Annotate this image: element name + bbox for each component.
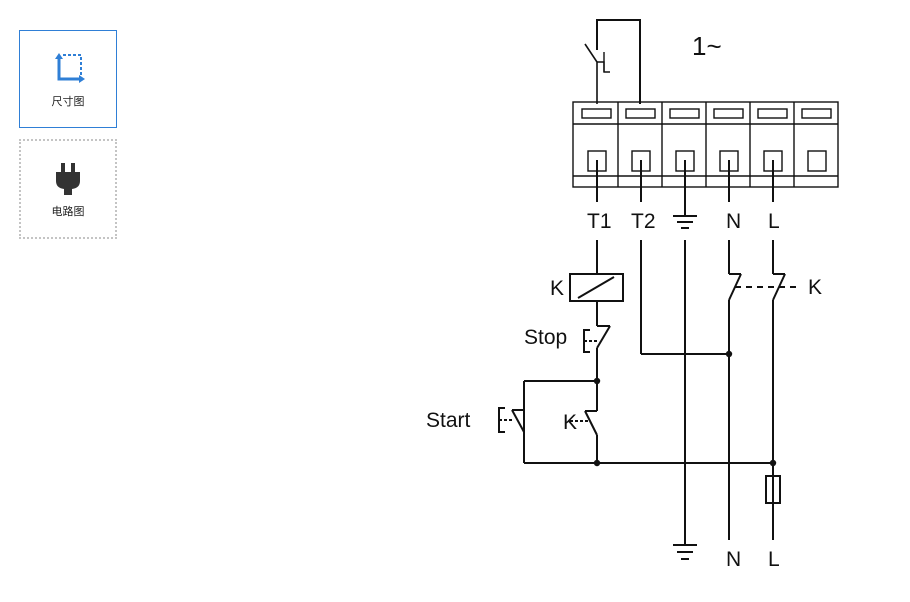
stop-button-symbol	[583, 325, 611, 353]
holding-contact-k	[570, 410, 598, 436]
dimension-drawing-button[interactable]: 尺寸图	[19, 30, 117, 128]
start-button-symbol	[498, 407, 525, 433]
plug-icon	[53, 161, 83, 202]
bottom-n-label: N	[726, 548, 741, 571]
start-label: Start	[426, 409, 471, 432]
fuse-symbol	[765, 475, 781, 504]
dimension-drawing-label: 尺寸图	[51, 95, 85, 108]
ground-symbol-bottom	[673, 544, 697, 560]
thermostat-symbol	[584, 19, 641, 104]
contactor-label: K	[808, 276, 822, 299]
coil-label: K	[550, 277, 564, 300]
circuit-diagram-button[interactable]: 电路图	[19, 139, 117, 239]
holding-contact-label: K	[563, 411, 577, 434]
contactor-k	[728, 273, 800, 301]
circuit-diagram-label: 电路图	[51, 205, 85, 218]
ground-symbol-top	[673, 202, 697, 229]
dimension-drawing-icon	[49, 51, 87, 90]
terminal-t2-label: T2	[631, 210, 656, 233]
relay-coil-k	[569, 273, 624, 302]
terminal-t1-label: T1	[587, 210, 612, 233]
terminal-l-label: L	[768, 210, 780, 233]
terminal-n-label: N	[726, 210, 741, 233]
terminal-block	[572, 101, 839, 188]
bottom-l-label: L	[768, 548, 780, 571]
phase-label: 1~	[692, 31, 722, 61]
junction-dots	[593, 350, 777, 467]
stop-label: Stop	[524, 326, 567, 349]
